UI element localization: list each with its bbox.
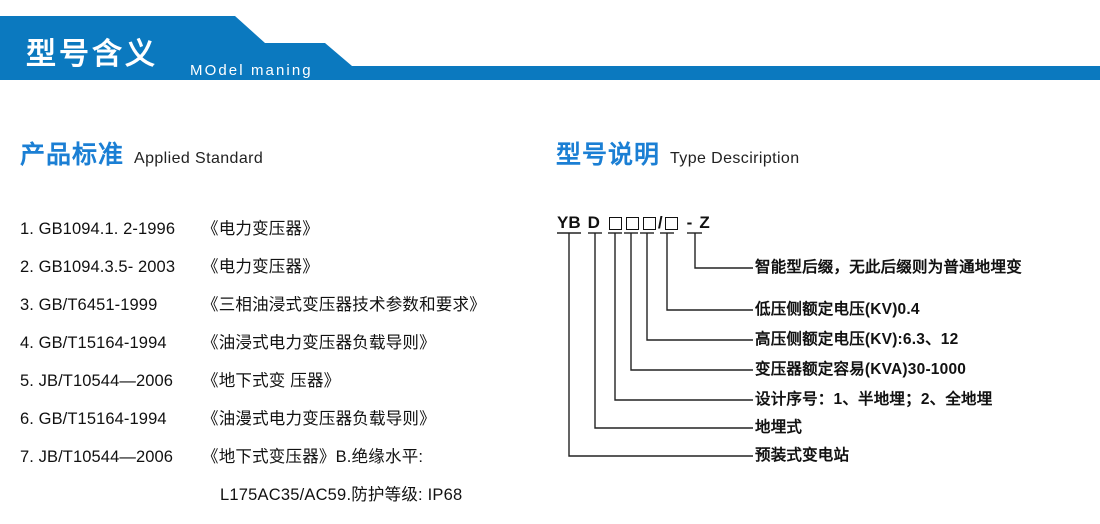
header-title-en: MOdel maning [190,62,313,79]
standards-list-item: 5. JB/T10544—2006 《地下式变 压器》 [20,367,560,405]
standard-name: 《油浸式电力变压器负载导则》 [202,334,436,352]
standards-list-item: 6. GB/T15164-1994 《油漫式电力变压器负载导则》 [20,405,560,443]
standard-name: 《电力变压器》 [202,258,319,276]
section-heading-applied-standard-en: Applied Standard [134,150,264,167]
type-label-rated-capacity: 变压器额定容易(KVA)30-1000 [755,361,967,378]
section-heading-type-description: 型号说明 Type Desciription [556,140,800,174]
model-code-string: YB D / - Z [557,210,710,236]
standard-code: 5. JB/T10544—2006 [20,372,174,390]
type-label-intelligent-suffix: 智能型后缀，无此后缀则为普通地埋变 [755,259,1022,276]
standards-list: 1. GB1094.1. 2-1996 《电力变压器》 2. GB1094.3.… [20,215,560,519]
standard-code: 2. GB1094.3.5- 2003 [20,258,176,276]
standard-name: 《油漫式电力变压器负载导则》 [202,410,436,428]
header-title-cn: 型号含义 [26,38,158,71]
standard-name: 《地下式变 压器》 [202,372,341,390]
model-code-box-1 [608,216,622,230]
standard-code: 3. GB/T6451-1999 [20,296,158,314]
model-code-part-yb: YB [557,213,581,232]
model-code-box-4 [664,216,678,230]
standards-list-item: 4. GB/T15164-1994 《油浸式电力变压器负载导则》 [20,329,560,367]
standard-code: 6. GB/T15164-1994 [20,410,167,428]
type-label-design-serial: 设计序号：1、半地埋；2、全地埋 [755,391,993,408]
model-code-part-dash: - [686,213,693,232]
type-label-lv-rated-voltage: 低压侧额定电压(KV)0.4 [755,301,920,318]
type-label-hv-rated-voltage: 高压侧额定电压(KV):6.3、12 [755,331,959,348]
standard-name: 《地下式变压器》B.绝缘水平: [202,448,424,466]
standard-code: 7. JB/T10544—2006 [20,448,174,466]
model-code-part-d: D [587,213,600,232]
header-banner: 型号含义 MOdel maning [0,16,1100,80]
type-label-buried-type: 地埋式 [755,419,803,436]
standard-code: 1. GB1094.1. 2-1996 [20,220,176,238]
standard-name: 《三相油浸式变压器技术参数和要求》 [202,296,486,314]
standards-list-item: 7. JB/T10544—2006 《地下式变压器》B.绝缘水平: [20,443,560,481]
standards-list-item: 3. GB/T6451-1999 《三相油浸式变压器技术参数和要求》 [20,291,560,329]
section-heading-applied-standard: 产品标准 Applied Standard [20,140,263,174]
model-code-leader-lines [557,232,753,457]
model-code-box-2 [625,216,639,230]
standards-list-item: 2. GB1094.3.5- 2003 《电力变压器》 [20,253,560,291]
standards-list-item: 1. GB1094.1. 2-1996 《电力变压器》 [20,215,560,253]
standards-list-continuation: L175AC35/AC59.防护等级: IP68 [220,486,463,504]
header-banner-shape [0,16,1100,80]
section-heading-type-description-en: Type Desciription [670,150,800,167]
model-code-part-z: Z [699,213,710,232]
type-label-prefab-substation: 预装式变电站 [755,447,850,464]
standard-code: 4. GB/T15164-1994 [20,334,167,352]
standard-name: 《电力变压器》 [202,220,319,238]
model-code-diagram: YB D / - Z [550,210,1095,464]
section-heading-type-description-cn: 型号说明 [556,141,661,169]
model-code-box-3 [642,216,656,230]
section-heading-applied-standard-cn: 产品标准 [20,141,125,169]
model-code-part-slash: / [657,213,663,232]
